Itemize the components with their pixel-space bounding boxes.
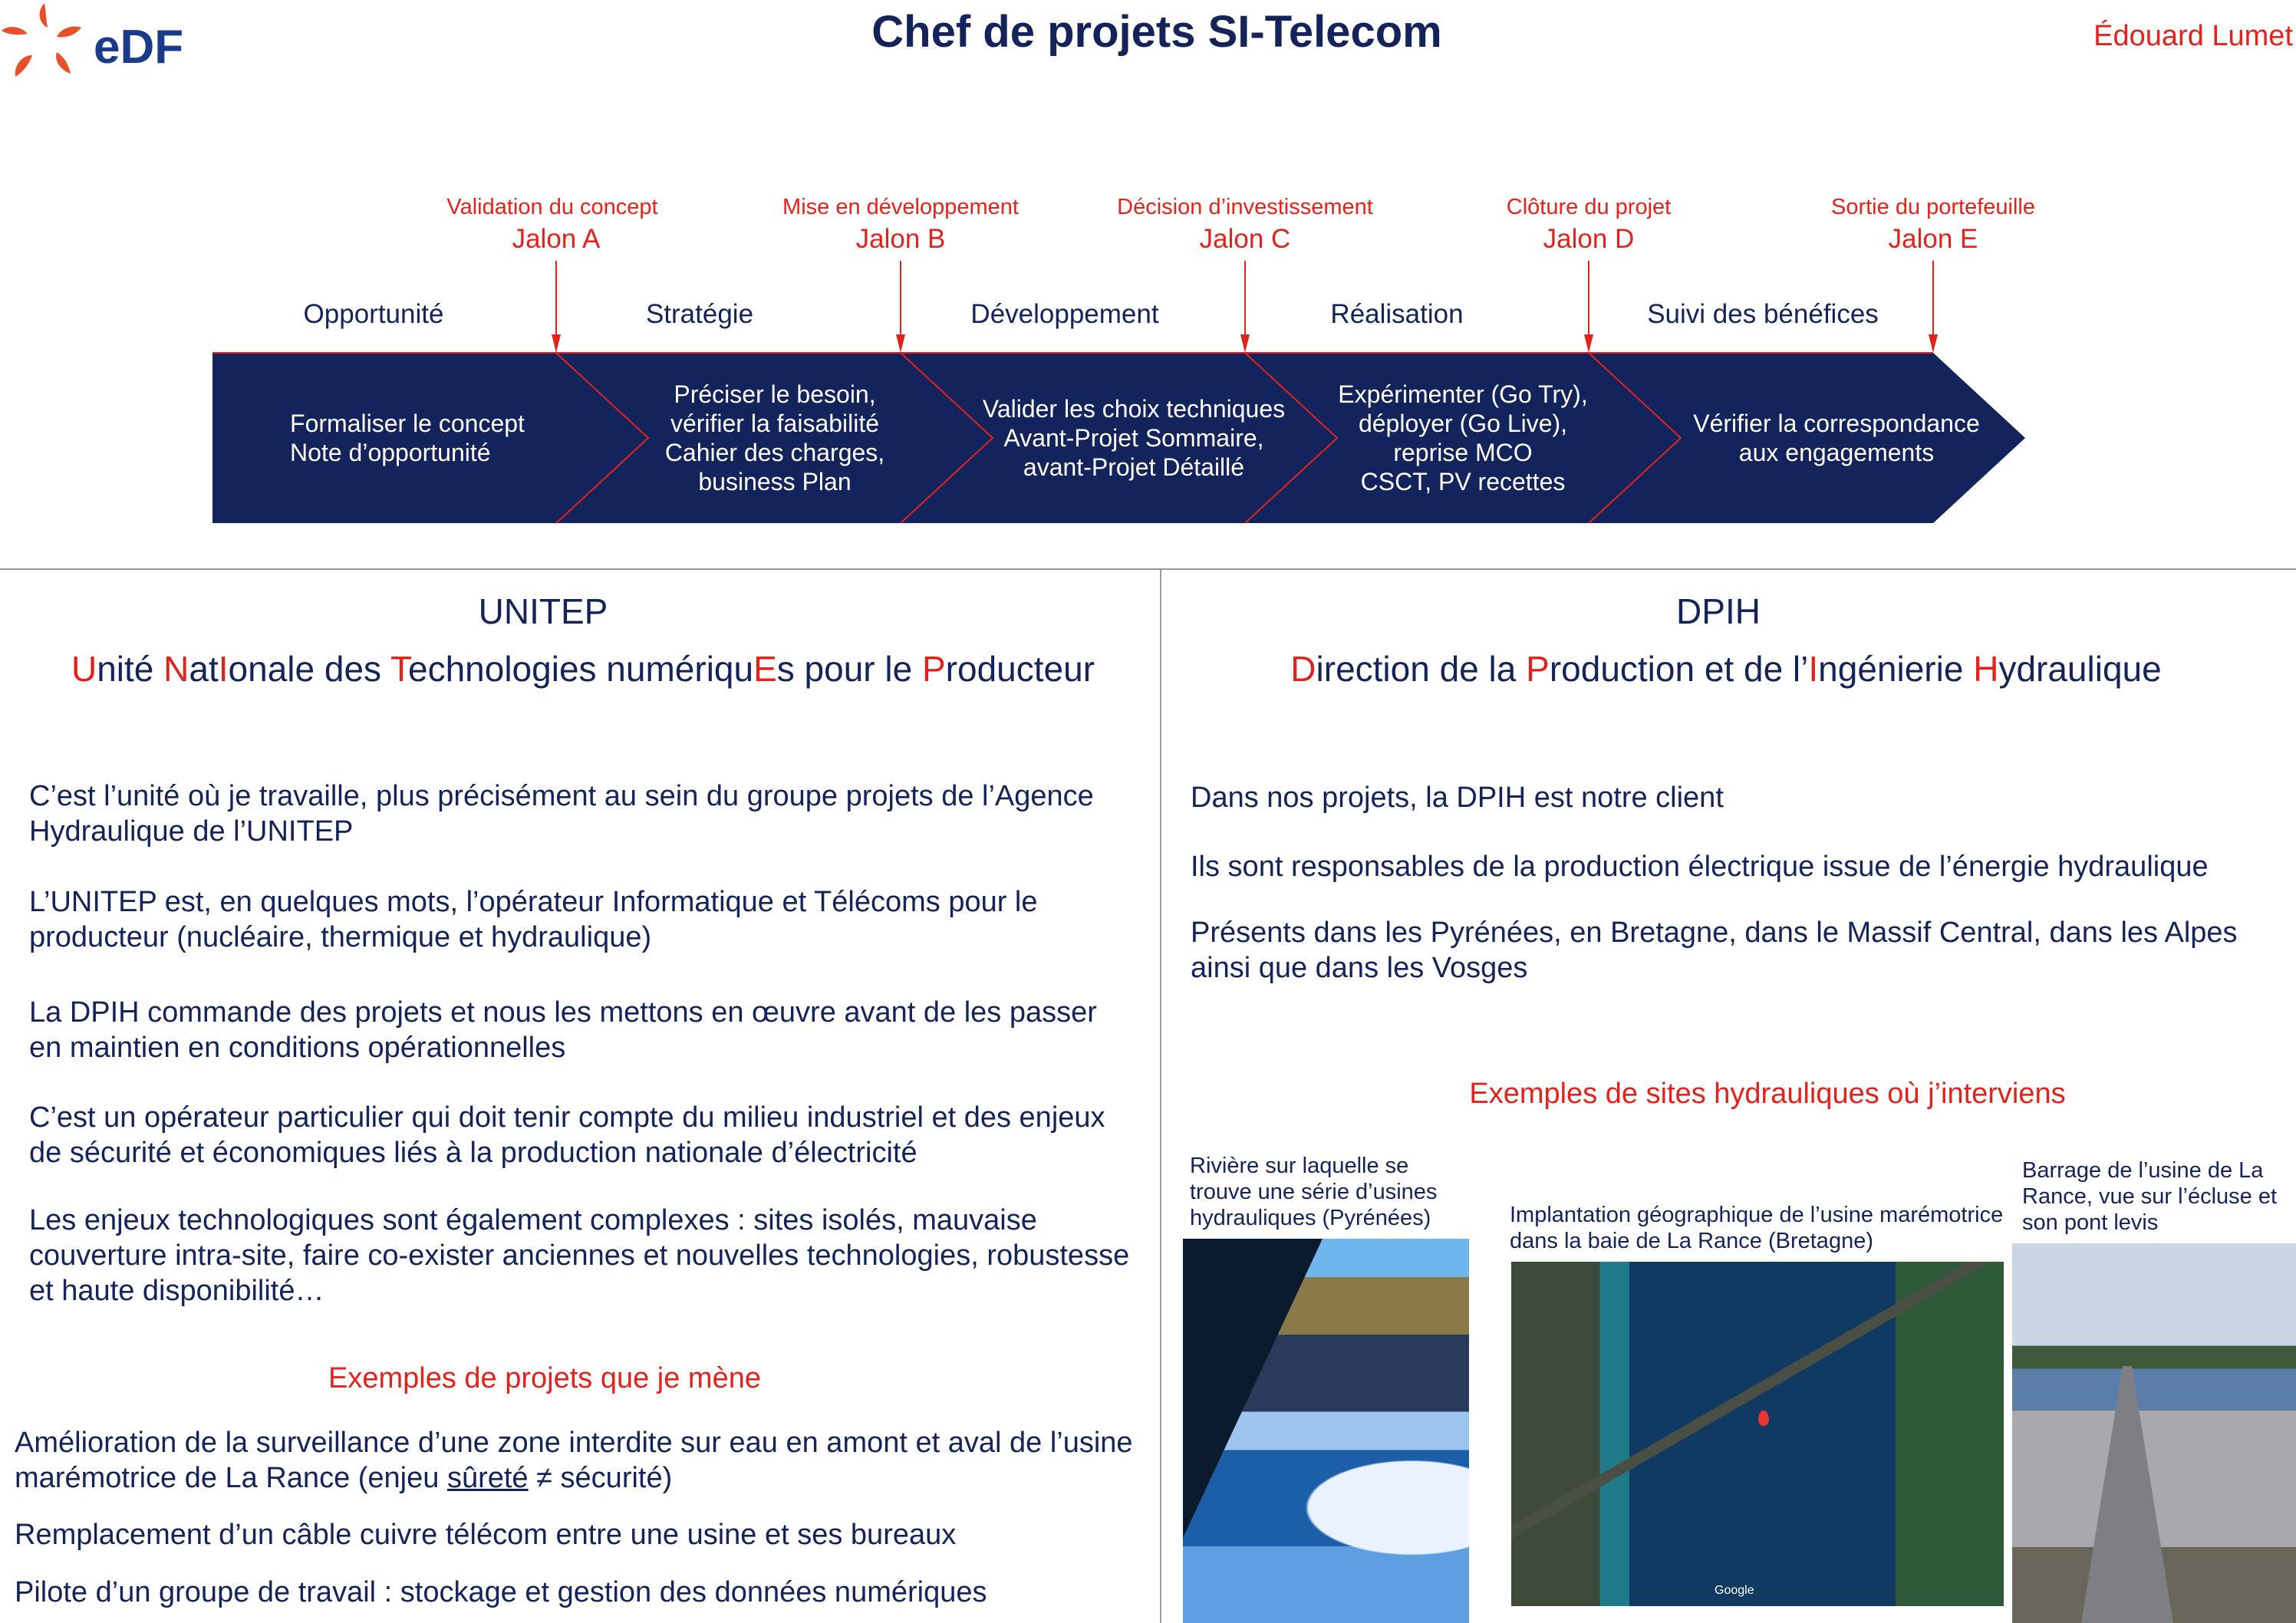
- acronym-letter: U: [71, 649, 97, 689]
- edf-logo: eDF: [0, 0, 188, 84]
- subtitle-text: roducteur: [945, 649, 1095, 689]
- milestone-caption: Sortie du portefeuille: [1831, 195, 2035, 219]
- acronym-letter: D: [1290, 649, 1316, 689]
- la-rance-map: Google: [1511, 1262, 2004, 1606]
- dpih-paragraph: Présents dans les Pyrénées, en Bretagne,…: [1191, 917, 2238, 984]
- phase-name: Opportunité: [303, 299, 444, 329]
- la-rance-dam-photo: [2012, 1243, 2296, 1623]
- map-attribution: Google: [1715, 1584, 1754, 1597]
- site-caption: Rivière sur laquelle se trouve une série…: [1190, 1154, 1438, 1230]
- pyrenees-river-photo: [1183, 1239, 1469, 1623]
- subtitle-text: ngénierie: [1818, 649, 1974, 689]
- author-name: Édouard Lumet: [2093, 20, 2293, 52]
- project-item: Pilote d’un groupe de travail : stockage…: [15, 1576, 987, 1608]
- road: [2081, 1366, 2173, 1623]
- dpih-heading: DPIH: [1676, 591, 1761, 631]
- dpih-subtitle: Direction de la Production et de l’Ingén…: [1290, 648, 2161, 690]
- unitep-paragraph: La DPIH commande des projets et nous les…: [29, 996, 1097, 1064]
- unitep-heading: UNITEP: [478, 591, 608, 631]
- milestone-arrow-icon: [1240, 261, 1250, 353]
- edf-flower-icon: eDF: [2, 3, 183, 77]
- acronym-letter: H: [1973, 649, 1999, 689]
- subtitle-text: roduction et de l’: [1549, 649, 1809, 689]
- subtitle-text: onale des: [228, 649, 391, 689]
- acronym-letter: I: [218, 649, 229, 689]
- subtitle-text: at: [189, 649, 219, 689]
- site-caption: Barrage de l’usine de La Rance, vue sur …: [2022, 1158, 2278, 1235]
- page-title: Chef de projets SI-Telecom: [871, 7, 1442, 57]
- milestone-arrow-icon: [552, 261, 561, 353]
- milestone-arrow-icon: [896, 261, 905, 353]
- phase-separator: [1244, 352, 1339, 524]
- milestone-arrow-icon: [1584, 261, 1593, 353]
- acronym-letter: N: [163, 649, 189, 689]
- map-pin-icon: [1758, 1411, 1769, 1426]
- dpih-paragraph: Dans nos projets, la DPIH est notre clie…: [1191, 782, 1724, 814]
- subtitle-text: ydraulique: [1998, 649, 2162, 689]
- phase-separator: [900, 352, 994, 524]
- project-lifecycle-chevron: [212, 261, 2025, 524]
- acronym-letter: I: [1808, 649, 1819, 689]
- milestone-label: Jalon A: [512, 224, 601, 254]
- dpih-paragraph: Ils sont responsables de la production é…: [1191, 851, 2209, 883]
- milestone-label: Jalon E: [1888, 224, 1978, 254]
- subtitle-text: s pour le: [776, 649, 922, 689]
- acronym-letter: P: [1526, 649, 1550, 689]
- phase-name: Stratégie: [645, 299, 754, 329]
- milestone-label: Jalon C: [1199, 224, 1291, 254]
- site-caption: Implantation géographique de l’usine mar…: [1510, 1203, 2004, 1253]
- subtitle-text: echnologies numériqu: [408, 649, 754, 689]
- unitep-paragraph: Les enjeux technologiques sont également…: [29, 1204, 1130, 1307]
- milestone-caption: Mise en développement: [782, 195, 1019, 219]
- project-item: Amélioration de la surveillance d’une zo…: [15, 1427, 1133, 1494]
- projects-examples-title: Exemples de projets que je mène: [328, 1362, 761, 1394]
- phase-name: Réalisation: [1330, 299, 1464, 329]
- phase-separator: [555, 352, 650, 524]
- phase-description: Préciser le besoin,vérifier la faisabili…: [664, 380, 885, 495]
- svg-text:eDF: eDF: [94, 21, 183, 74]
- unitep-paragraph: C’est un opérateur particulier qui doit …: [29, 1101, 1105, 1169]
- milestone-caption: Validation du concept: [446, 195, 658, 219]
- phase-name: Développement: [970, 299, 1159, 329]
- milestone-label: Jalon B: [855, 224, 946, 254]
- horizontal-divider: [0, 568, 2296, 570]
- milestone-caption: Clôture du projet: [1506, 195, 1672, 219]
- subtitle-text: nité: [97, 649, 164, 689]
- project-item: Remplacement d’un câble cuivre télécom e…: [15, 1519, 957, 1551]
- phase-separator: [1588, 352, 1682, 524]
- milestone-label: Jalon D: [1543, 224, 1635, 254]
- acronym-letter: E: [753, 649, 777, 689]
- milestone-arrow-icon: [1929, 261, 1938, 353]
- unitep-subtitle: Unité NatIonale des Technologies numériq…: [71, 648, 1095, 690]
- phase-description: Expérimenter (Go Try),déployer (Go Live)…: [1338, 380, 1588, 495]
- acronym-letter: P: [921, 649, 946, 689]
- chevron-band: [212, 353, 2025, 523]
- phase-name: Suivi des bénéfices: [1647, 299, 1879, 329]
- acronym-letter: T: [390, 649, 409, 689]
- vertical-divider: [1160, 569, 1161, 1623]
- milestone-caption: Décision d’investissement: [1117, 195, 1373, 219]
- unitep-paragraph: L’UNITEP est, en quelques mots, l’opérat…: [29, 886, 1038, 953]
- subtitle-text: irection de la: [1316, 649, 1527, 689]
- unitep-paragraph: C’est l’unité où je travaille, plus préc…: [29, 780, 1094, 848]
- sites-examples-title: Exemples de sites hydrauliques où j’inte…: [1469, 1078, 2066, 1110]
